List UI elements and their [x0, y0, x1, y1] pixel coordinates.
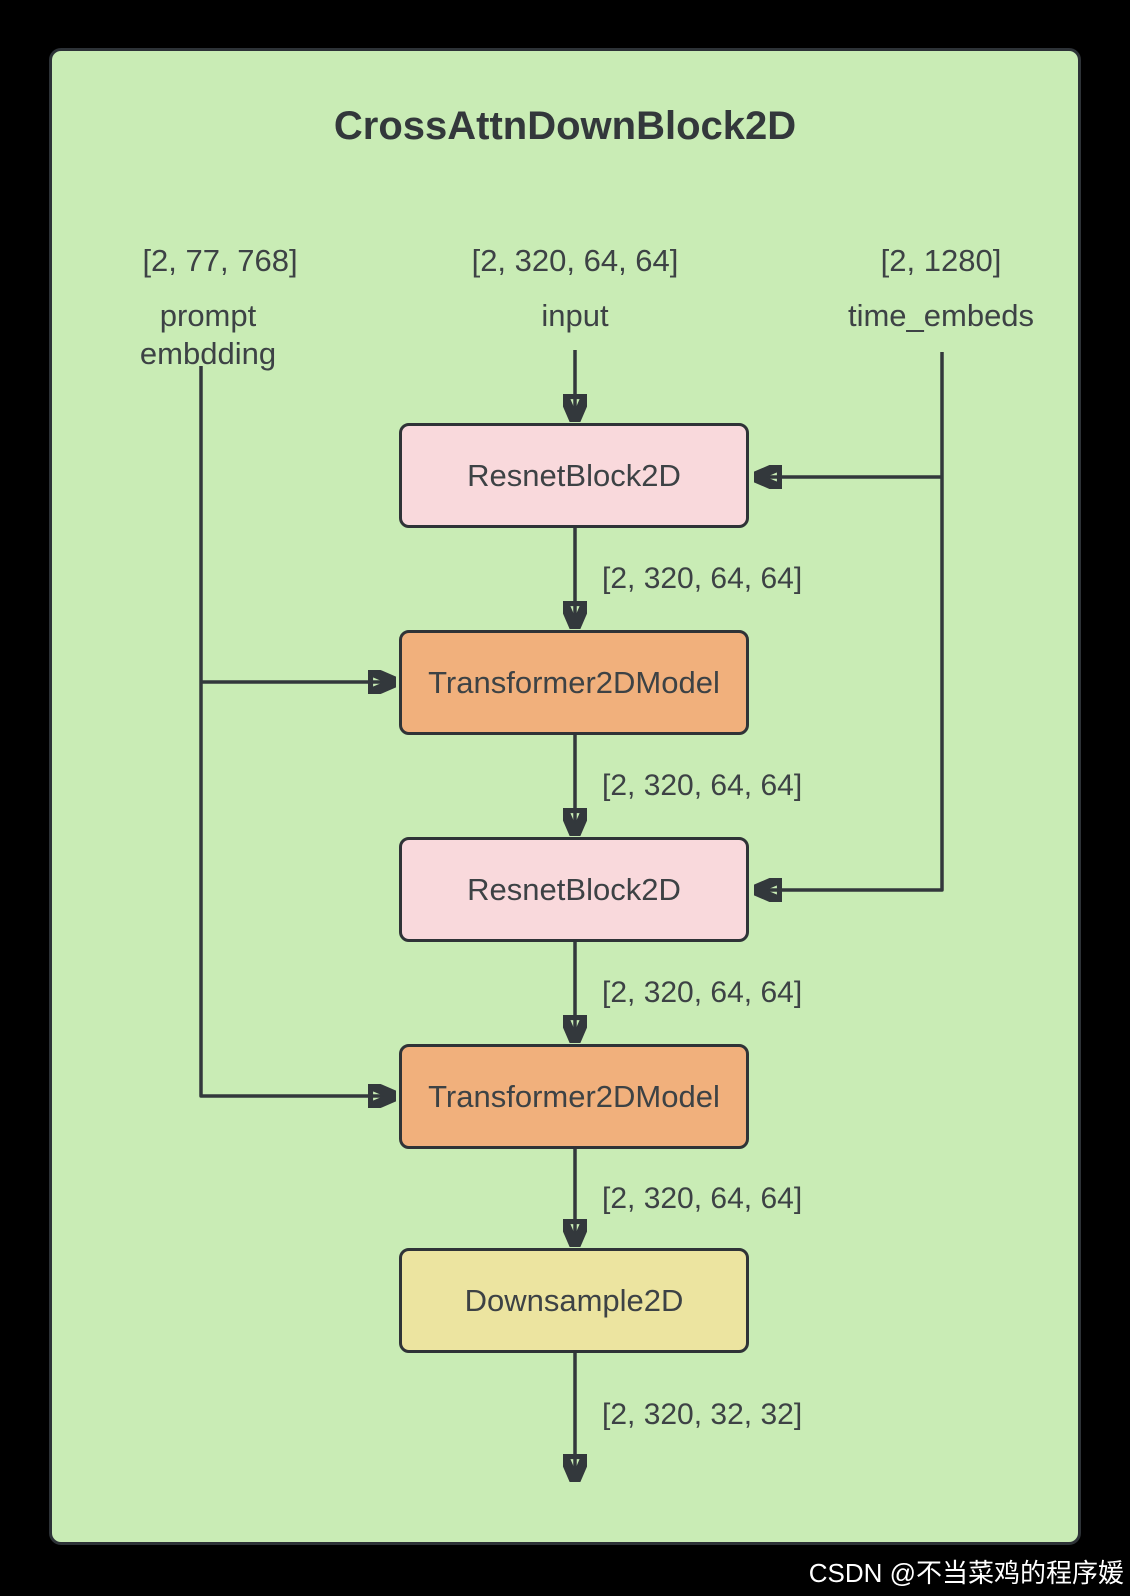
- block-transformer2d-2: Transformer2DModel: [399, 1044, 749, 1149]
- edge-label-1: [2, 320, 64, 64]: [602, 562, 803, 595]
- diagram-title: CrossAttnDownBlock2D: [333, 104, 797, 148]
- csdn-watermark: CSDN @不当菜鸡的程序媛: [808, 1558, 1124, 1588]
- prompt-embedding-shape: [2, 77, 768]: [142, 243, 298, 278]
- input-label: input: [541, 298, 609, 333]
- edge-label-3: [2, 320, 64, 64]: [602, 976, 803, 1009]
- prompt-embedding-label: prompt embdding: [58, 297, 358, 373]
- input-shape: [2, 320, 64, 64]: [471, 243, 679, 278]
- block-resnet2d-2: ResnetBlock2D: [399, 837, 749, 942]
- block-resnet2d-1: ResnetBlock2D: [399, 423, 749, 528]
- prompt-embedding-label-line2: embdding: [139, 336, 277, 371]
- edge-label-2: [2, 320, 64, 64]: [602, 769, 803, 802]
- edge-label-5: [2, 320, 32, 32]: [602, 1398, 803, 1431]
- time-embeds-shape: [2, 1280]: [880, 243, 1002, 278]
- block-transformer2d-1: Transformer2DModel: [399, 630, 749, 735]
- prompt-embedding-label-line1: prompt: [159, 298, 257, 333]
- edge-label-4: [2, 320, 64, 64]: [602, 1182, 803, 1215]
- block-downsample2d: Downsample2D: [399, 1248, 749, 1353]
- time-embeds-label: time_embeds: [847, 298, 1035, 333]
